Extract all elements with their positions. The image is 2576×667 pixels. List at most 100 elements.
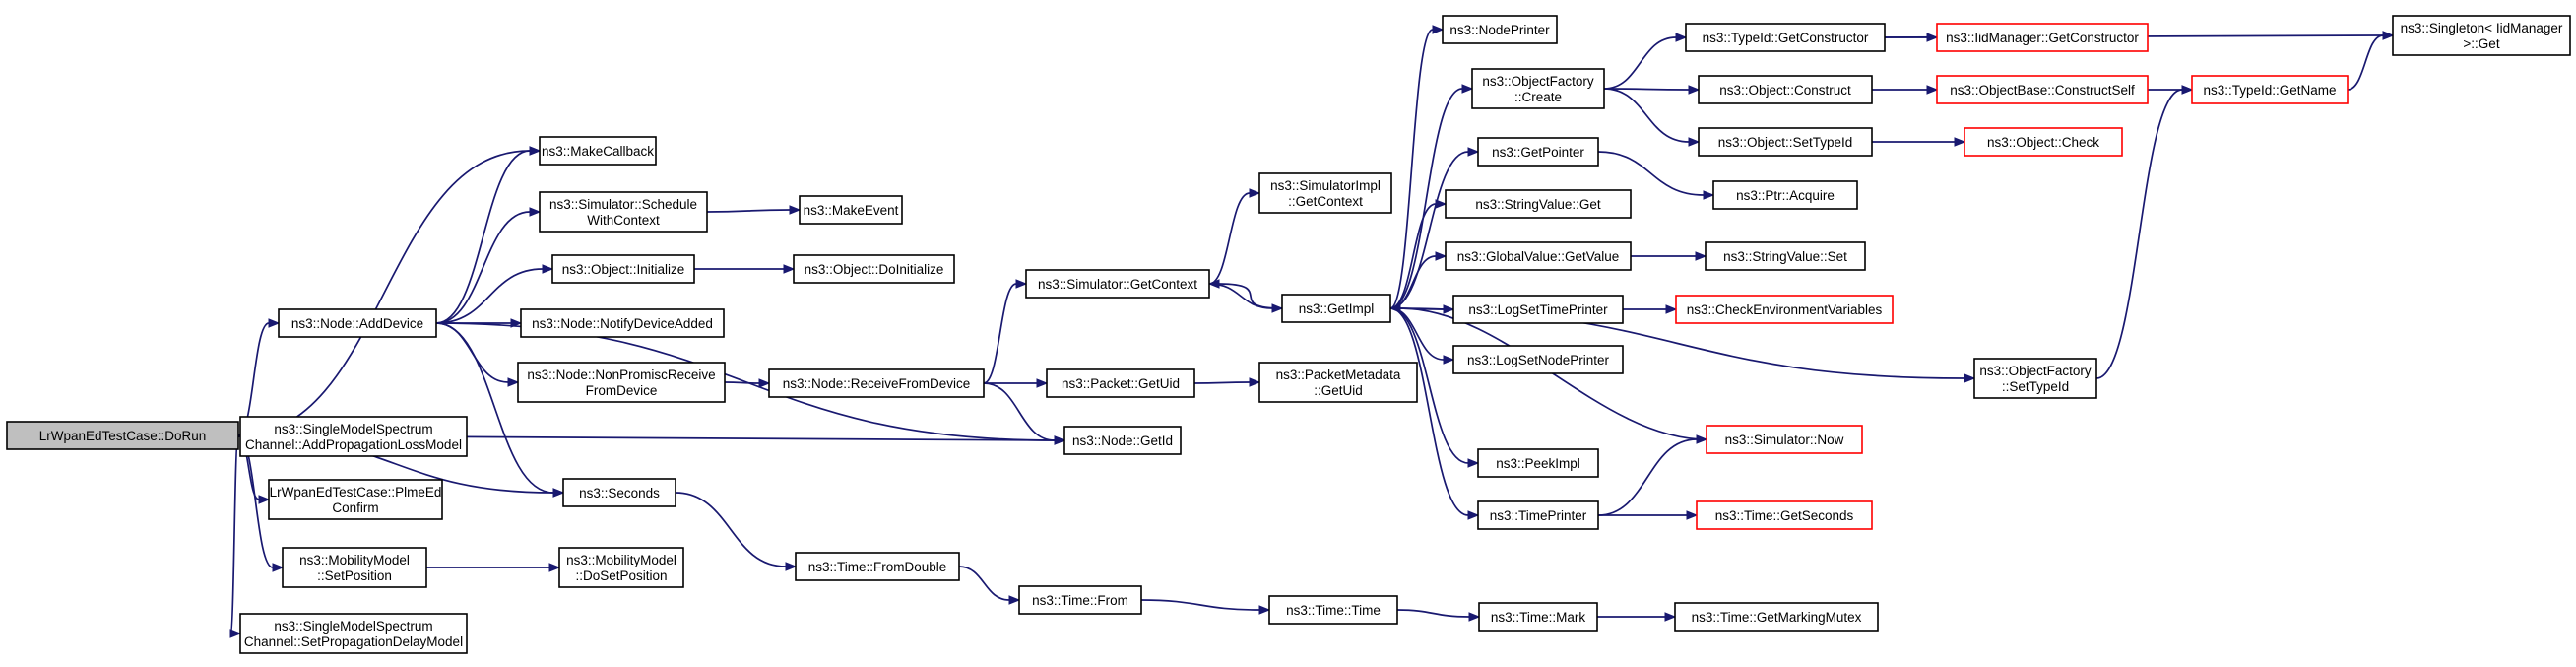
node-label: ns3::Node::NotifyDeviceAdded [532, 316, 713, 331]
node-box [1281, 294, 1391, 323]
node-label: ns3::StringValue::Set [1723, 249, 1847, 264]
edge-n19-to-n23 [1193, 377, 1261, 387]
edge-line [229, 434, 239, 634]
edge-n0-to-n5 [229, 434, 242, 638]
node-label: ::Create [1514, 90, 1562, 104]
edge-layer [229, 25, 2395, 638]
node-box [1063, 426, 1182, 455]
node-ns3-stringvalue-set[interactable]: ns3::StringValue::Set [1705, 241, 1866, 271]
node-label: LrWpanEdTestCase::PlmeEd [270, 485, 442, 500]
node-ns3-packetmetadata-getuid[interactable]: ns3::PacketMetadata::GetUid [1258, 362, 1418, 403]
node-box [1258, 172, 1392, 214]
node-label: Channel::AddPropagationLossModel [245, 437, 462, 452]
node-box [520, 308, 725, 338]
edge-line [1389, 29, 1434, 309]
node-label: ns3::Object::SetTypeId [1718, 135, 1853, 150]
edge-arrowhead [1703, 190, 1715, 200]
node-label: Confirm [332, 500, 378, 515]
node-ns3-object-settypeid[interactable]: ns3::Object::SetTypeId [1698, 127, 1873, 157]
node-ns3-logsetnodeprinter[interactable]: ns3::LogSetNodePrinter [1452, 345, 1624, 374]
node-ns3-simulatorimpl-getcontext[interactable]: ns3::SimulatorImpl::GetContext [1258, 172, 1392, 214]
node-ns3-logsettimeprinter[interactable]: ns3::LogSetTimePrinter [1452, 295, 1624, 324]
node-ns3-time-time[interactable]: ns3::Time::Time [1268, 595, 1398, 625]
node-ns3-node-getid[interactable]: ns3::Node::GetId [1063, 426, 1182, 455]
edge-n37-to-n46 [1872, 137, 1966, 147]
node-ns3-stringvalue-get[interactable]: ns3::StringValue::Get [1445, 189, 1632, 219]
node-lrwpanedtestcase-dorun[interactable]: LrWpanEdTestCase::DoRun [6, 421, 239, 450]
node-ns3-seconds[interactable]: ns3::Seconds [562, 478, 676, 507]
node-ns3-timeprinter[interactable]: ns3::TimePrinter [1477, 500, 1599, 530]
edge-line [675, 492, 787, 567]
node-label: ns3::Node::NonPromiscReceive [527, 367, 715, 382]
node-ns3-node-notifydeviceadded[interactable]: ns3::Node::NotifyDeviceAdded [520, 308, 725, 338]
node-box [793, 254, 955, 284]
node-ns3-getpointer[interactable]: ns3::GetPointer [1477, 137, 1599, 167]
node-ns3-mobilitymodel-setposition[interactable]: ns3::MobilityModel::SetPosition [282, 547, 427, 588]
node-ns3-makeevent[interactable]: ns3::MakeEvent [799, 195, 903, 225]
node-label: ::SetPosition [317, 568, 392, 583]
node-ns3-singleton-iidmanager-get[interactable]: ns3::Singleton< IidManager >::Get [2392, 15, 2571, 56]
node-ns3-objectfactory-create[interactable]: ns3::ObjectFactory::Create [1471, 68, 1605, 109]
node-label: ::GetContext [1288, 194, 1363, 209]
node-ns3-getimpl[interactable]: ns3::GetImpl [1281, 294, 1391, 323]
node-ns3-simulator-getcontext[interactable]: ns3::Simulator::GetContext [1025, 269, 1210, 299]
node-ns3-object-initialize[interactable]: ns3::Object::Initialize [551, 254, 695, 284]
node-label: ns3::MakeEvent [804, 203, 899, 218]
node-ns3-makecallback[interactable]: ns3::MakeCallback [539, 136, 657, 166]
edge-arrowhead [1964, 373, 1976, 383]
node-ns3-time-from[interactable]: ns3::Time::From [1018, 585, 1142, 615]
node-ns3-simulator-now[interactable]: ns3::Simulator::Now [1706, 425, 1863, 454]
node-ns3-objectfactory-settypeid[interactable]: ns3::ObjectFactory::SetTypeId [1973, 358, 2097, 399]
node-ns3-object-doinitialize[interactable]: ns3::Object::DoInitialize [793, 254, 955, 284]
node-ns3-objectbase-constructself[interactable]: ns3::ObjectBase::ConstructSelf [1936, 75, 2149, 104]
edge-arrowhead [1467, 147, 1480, 157]
node-ns3-node-receivefromdevice[interactable]: ns3::Node::ReceiveFromDevice [768, 368, 985, 398]
edge-line [1597, 438, 1698, 516]
node-label: ns3::Time::GetMarkingMutex [1692, 610, 1862, 625]
edge-n26-to-n35 [1603, 33, 1688, 90]
node-ns3-typeid-getconstructor[interactable]: ns3::TypeId::GetConstructor [1685, 23, 1886, 52]
node-box [1018, 585, 1142, 615]
node-ns3-time-mark[interactable]: ns3::Time::Mark [1478, 602, 1598, 632]
edge-line [435, 322, 554, 494]
node-label: ns3::LogSetNodePrinter [1467, 353, 1610, 367]
node-ns3-globalvalue-getvalue[interactable]: ns3::GlobalValue::GetValue [1445, 241, 1632, 271]
node-label: ns3::MobilityModel [566, 553, 676, 567]
node-ns3-ptr-acquire[interactable]: ns3::Ptr::Acquire [1712, 180, 1858, 210]
node-label: ns3::GlobalValue::GetValue [1457, 249, 1620, 264]
node-ns3-object-check[interactable]: ns3::Object::Check [1964, 127, 2123, 157]
edge-n26-to-n36 [1603, 85, 1701, 95]
edge-arrowhead [758, 378, 771, 388]
edge-arrowhead [1461, 84, 1474, 94]
edge-arrowhead [507, 377, 520, 387]
edge-line [1389, 203, 1437, 309]
node-box [1936, 23, 2149, 52]
node-ns3-object-construct[interactable]: ns3::Object::Construct [1698, 75, 1873, 104]
node-ns3-singlemodelspectrum-channel-setpropagationdelaymodel[interactable]: ns3::SingleModelSpectrumChannel::SetProp… [239, 613, 468, 654]
node-ns3-mobilitymodel-dosetposition[interactable]: ns3::MobilityModel::DoSetPosition [558, 547, 684, 588]
node-ns3-nodeprinter[interactable]: ns3::NodePrinter [1442, 15, 1558, 44]
node-ns3-peekimpl[interactable]: ns3::PeekImpl [1477, 448, 1599, 478]
node-ns3-iidmanager-getconstructor[interactable]: ns3::IidManager::GetConstructor [1936, 23, 2149, 52]
node-ns3-time-fromdouble[interactable]: ns3::Time::FromDouble [795, 552, 960, 581]
edge-n10-to-n15 [724, 378, 771, 388]
node-ns3-singlemodelspectrum-channel-addpropagationlossmodel[interactable]: ns3::SingleModelSpectrumChannel::AddProp… [239, 416, 468, 457]
edge-arrowhead [1435, 199, 1448, 209]
node-ns3-time-getseconds[interactable]: ns3::Time::GetSeconds [1696, 500, 1873, 530]
edge-arrowhead [272, 563, 285, 572]
node-ns3-checkenvironmentvariables[interactable]: ns3::CheckEnvironmentVariables [1675, 295, 1894, 324]
edge-arrowhead [1695, 251, 1707, 261]
node-label: ::DoSetPosition [575, 568, 667, 583]
node-ns3-time-getmarkingmutex[interactable]: ns3::Time::GetMarkingMutex [1674, 602, 1879, 632]
node-ns3-packet-getuid[interactable]: ns3::Packet::GetUid [1046, 368, 1195, 398]
edge-n26-to-n37 [1603, 88, 1701, 147]
node-label: ns3::Node::ReceiveFromDevice [783, 376, 971, 391]
node-ns3-node-adddevice[interactable]: ns3::Node::AddDevice [278, 308, 437, 338]
node-ns3-typeid-getname[interactable]: ns3::TypeId::GetName [2191, 75, 2349, 104]
node-box [517, 362, 726, 403]
edge-line [1396, 609, 1470, 618]
edge-arrowhead [1054, 435, 1066, 445]
